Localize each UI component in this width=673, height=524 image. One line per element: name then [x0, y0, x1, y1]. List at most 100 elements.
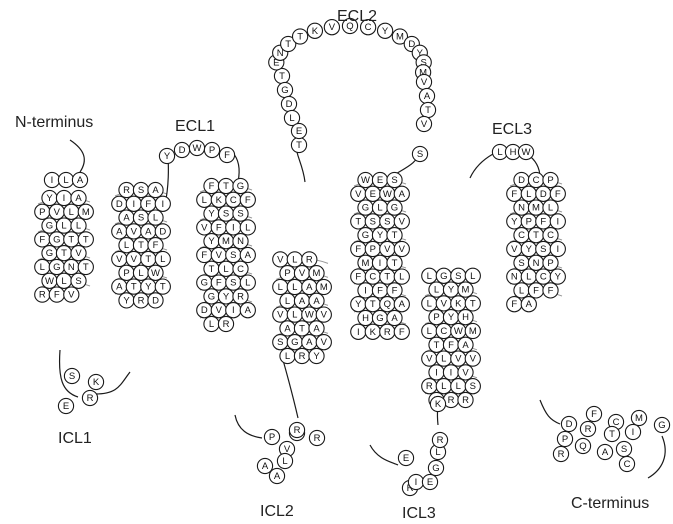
svg-text:S: S — [540, 244, 546, 255]
svg-text:L: L — [526, 272, 531, 283]
svg-text:V: V — [470, 354, 477, 365]
residue-tm2-12: A — [141, 224, 156, 239]
residue-icl1-2: R — [82, 390, 97, 405]
residue-tm1-21: W — [42, 273, 57, 288]
svg-text:I: I — [556, 244, 559, 255]
svg-text:L: L — [292, 310, 297, 321]
svg-text:T: T — [131, 282, 137, 293]
residue-tm1-5: L — [64, 204, 79, 219]
residue-tm2-20: L — [155, 251, 170, 266]
svg-text:K: K — [455, 298, 462, 309]
svg-text:I: I — [415, 477, 418, 488]
svg-text:S: S — [75, 276, 81, 287]
svg-text:C: C — [440, 326, 447, 337]
residue-tm1-15: T — [56, 246, 71, 261]
residue-tm2-11: V — [126, 224, 141, 239]
residue-tm2-15: T — [133, 238, 148, 253]
svg-text:L: L — [209, 319, 214, 330]
residue-tm4-14: L — [280, 293, 295, 308]
residue-tm1-12: T — [64, 232, 79, 247]
residue-icl2-0: P — [264, 429, 279, 444]
svg-text:S: S — [621, 444, 627, 455]
residue-tm3-16: N — [233, 234, 248, 249]
residue-icl3-0: E — [398, 450, 413, 465]
residue-ecl2-2: G — [277, 82, 292, 97]
residue-icl2-6: L — [277, 453, 292, 468]
svg-text:P: P — [547, 258, 553, 269]
residue-tm5-15: Y — [372, 228, 387, 243]
residue-tm7-13: I — [550, 214, 565, 229]
residue-tm5-16: T — [387, 228, 402, 243]
residue-tm6-30: M — [458, 282, 473, 297]
residue-tm2-28: Y — [119, 293, 134, 308]
residue-ecl2-20: V — [416, 74, 431, 89]
residue-tm5-14: G — [358, 228, 373, 243]
residue-tm7-8: M — [528, 200, 543, 215]
residue-tm5-8: L — [372, 200, 387, 215]
residue-icl2-4: A — [257, 458, 272, 473]
svg-text:W: W — [305, 310, 314, 321]
residue-ecl2-22: T — [420, 102, 435, 117]
svg-text:F: F — [377, 285, 383, 296]
svg-text:S: S — [455, 271, 461, 282]
residue-ecl3-2: W — [518, 144, 533, 159]
residue-tm6-28: L — [429, 282, 444, 297]
residue-tm7-12: F — [536, 214, 551, 229]
residue-tm4-26: R — [302, 252, 317, 267]
residue-tm5-7: G — [358, 200, 373, 215]
residue-tm1-25: F — [49, 287, 64, 302]
svg-text:V: V — [75, 248, 82, 259]
svg-text:L: L — [245, 278, 250, 289]
residue-ecl2-5: E — [291, 123, 306, 138]
residue-tm6-2: R — [458, 392, 473, 407]
svg-text:I: I — [379, 258, 382, 269]
svg-text:S: S — [69, 371, 75, 382]
residue-tm1-6: M — [78, 204, 93, 219]
svg-text:S: S — [384, 216, 390, 227]
wire-cterm — [540, 400, 560, 424]
residue-tm1-19: N — [64, 259, 79, 274]
residue-tm2-4: I — [126, 196, 141, 211]
residue-tm6-12: V — [451, 351, 466, 366]
residue-tm3-31: D — [197, 303, 212, 318]
svg-text:P: P — [526, 216, 532, 227]
svg-text:T: T — [61, 248, 67, 259]
svg-text:L: L — [278, 282, 283, 293]
n-terminus-label: N-terminus — [15, 114, 93, 131]
residue-cterm-1: F — [586, 406, 601, 421]
residue-ecl2-9: T — [293, 29, 308, 44]
svg-text:T: T — [223, 181, 229, 192]
svg-text:I: I — [357, 327, 360, 338]
svg-text:A: A — [424, 91, 431, 102]
svg-text:P: P — [123, 268, 129, 279]
residue-tm7-26: C — [536, 269, 551, 284]
svg-text:E: E — [296, 126, 302, 137]
residue-tm6-16: A — [458, 337, 473, 352]
residue-tm3-29: Y — [218, 289, 233, 304]
svg-text:F: F — [245, 195, 251, 206]
residue-icl3-4: G — [428, 460, 443, 475]
svg-text:F: F — [216, 278, 222, 289]
svg-text:G: G — [362, 230, 369, 241]
svg-text:V: V — [455, 354, 462, 365]
residue-tm7-16: C — [543, 228, 558, 243]
residue-tm5-32: T — [365, 297, 380, 312]
residue-tm5-39: K — [365, 324, 380, 339]
svg-text:V: V — [399, 244, 406, 255]
svg-text:A: A — [75, 193, 82, 204]
residue-tm6-10: V — [422, 351, 437, 366]
residue-cterm-8: I — [625, 424, 640, 439]
svg-text:T: T — [392, 258, 398, 269]
residue-icl3-2: I — [408, 474, 423, 489]
residue-tm6-29: Y — [443, 282, 458, 297]
residue-tm7-4: L — [521, 186, 536, 201]
svg-text:T: T — [285, 39, 291, 50]
residue-tm3-14: Y — [204, 234, 219, 249]
residue-ecl2-1: T — [274, 68, 289, 83]
svg-text:Y: Y — [355, 299, 362, 310]
residue-tm2-3: D — [112, 196, 127, 211]
residue-tm6-11: L — [436, 351, 451, 366]
svg-text:R: R — [585, 424, 592, 435]
residue-tm3-11: F — [211, 220, 226, 235]
svg-text:L: L — [434, 285, 439, 296]
